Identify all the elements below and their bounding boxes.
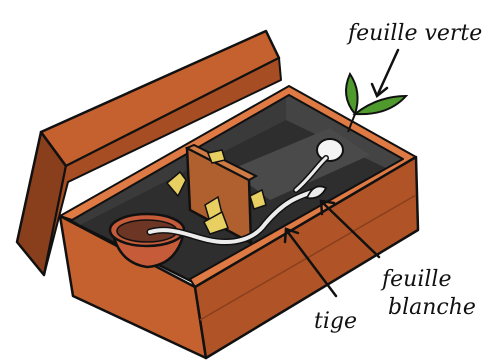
green-leaf-left: [346, 74, 358, 114]
label-green-leaf: feuille verte: [346, 21, 482, 46]
light-hole: [317, 139, 343, 161]
green-leaf-right: [355, 96, 406, 114]
label-white-leaf-line2: blanche: [388, 295, 476, 320]
light-patch-5: [208, 150, 225, 163]
label-stem: tige: [314, 309, 357, 334]
label-white-leaf-line1: feuille: [380, 267, 451, 292]
